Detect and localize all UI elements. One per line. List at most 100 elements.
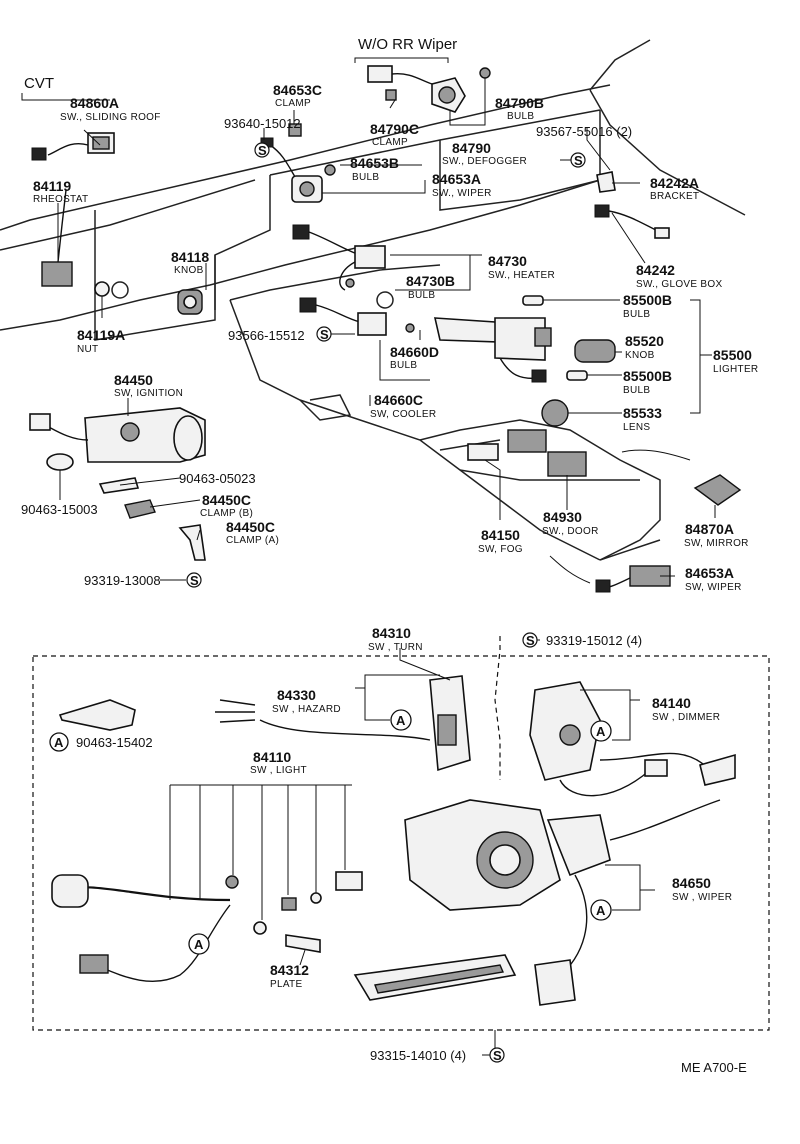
- part-84140-dimmer-switch: [529, 681, 736, 797]
- part-84450C-clamp-a: [178, 524, 206, 561]
- pn-84653C: 84653C: [273, 82, 322, 98]
- part-84653C-clamp: [288, 123, 302, 137]
- s-marker-93566: S: [316, 326, 332, 342]
- a-marker-84330: A: [390, 709, 412, 731]
- desc-84790C: CLAMP: [372, 137, 408, 148]
- desc-84310: SW , TURN: [368, 642, 423, 653]
- part-84650-wiper-switch: [534, 799, 721, 1006]
- pn-84242: 84242: [636, 262, 675, 278]
- svg-text:A: A: [596, 724, 606, 739]
- part-84930-door-switch: [507, 429, 587, 477]
- pn-84730: 84730: [488, 253, 527, 269]
- pn-85500B-1: 85500B: [623, 292, 672, 308]
- pn-84870A: 84870A: [685, 521, 734, 537]
- desc-84930: SW., DOOR: [542, 526, 599, 537]
- pn-84310: 84310: [372, 625, 411, 641]
- svg-text:A: A: [396, 713, 406, 728]
- desc-85500B-2: BULB: [623, 385, 650, 396]
- part-84242-glove-box-switch: [594, 204, 670, 239]
- pn-84653A: 84653A: [432, 171, 481, 187]
- desc-84653B: BULB: [352, 172, 379, 183]
- pn-84450: 84450: [114, 372, 153, 388]
- part-84790C-clamp: [385, 89, 397, 101]
- part-90463-15003-clip: [46, 453, 74, 471]
- svg-text:S: S: [493, 1048, 502, 1063]
- pn-84330: 84330: [277, 687, 316, 703]
- pn-84119A: 84119A: [77, 327, 125, 343]
- pn-84653B: 84653B: [350, 155, 399, 171]
- desc-85520: KNOB: [625, 350, 655, 361]
- desc-85533: LENS: [623, 422, 650, 433]
- pn-84930: 84930: [543, 509, 582, 525]
- a-marker-84650: A: [590, 899, 612, 921]
- svg-text:S: S: [258, 143, 267, 158]
- a-marker-84140: A: [590, 720, 612, 742]
- part-84110-light-switch: [51, 784, 363, 983]
- desc-84790B: BULB: [507, 111, 534, 122]
- part-90463-05023-clip: [98, 477, 140, 494]
- pn-85533: 85533: [623, 405, 662, 421]
- pn-84790: 84790: [452, 140, 491, 156]
- labels: W/O RR Wiper CVT 84860A SW., SLIDING ROO…: [21, 36, 758, 1075]
- part-85533-lens: [541, 399, 569, 427]
- desc-84730: SW., HEATER: [488, 270, 555, 281]
- desc-84150: SW, FOG: [478, 544, 523, 555]
- pn-90463-05023: 90463-05023: [179, 471, 256, 486]
- part-84119-rheostat: [41, 189, 110, 297]
- pn-84660D: 84660D: [390, 344, 439, 360]
- pn-84119: 84119: [33, 178, 71, 194]
- a-marker-84110: A: [188, 933, 210, 955]
- part-85500B-bulb-2: [566, 370, 588, 381]
- part-84660C-cooler-switch: [299, 297, 415, 336]
- pn-90463-15402: 90463-15402: [76, 735, 153, 750]
- svg-text:S: S: [190, 573, 199, 588]
- desc-84650: SW , WIPER: [672, 892, 732, 903]
- turn-switch-assembly-frame: [32, 655, 770, 1031]
- desc-84110: SW , LIGHT: [250, 765, 307, 776]
- dashboard-outline: [0, 39, 746, 561]
- desc-84119: RHEOSTAT: [33, 194, 88, 205]
- s-marker-93319-13008: S: [186, 572, 202, 588]
- a-markers: A A A A A: [49, 709, 612, 955]
- s-markers: S S S S S S: [186, 142, 586, 1063]
- desc-84312: PLATE: [270, 979, 302, 990]
- pn-84730B: 84730B: [406, 273, 455, 289]
- desc-84330: SW , HAZARD: [272, 704, 341, 715]
- pn-84790C: 84790C: [370, 121, 419, 137]
- desc-84653C: CLAMP: [275, 98, 311, 109]
- desc-84119A: NUT: [77, 344, 98, 355]
- part-84310-turn-switch-body: [404, 799, 611, 911]
- part-90463-15402-tie: [58, 699, 136, 731]
- pn-84860A: 84860A: [70, 95, 119, 111]
- header-wo-rr-wiper: W/O RR Wiper: [358, 36, 457, 53]
- s-marker-93567: S: [570, 152, 586, 168]
- pn-93319-15012: 93319-15012 (4): [546, 633, 642, 648]
- part-84790-defogger-switch: [367, 65, 466, 113]
- arrow-wiper: [549, 555, 591, 584]
- s-marker-93319-15012: S: [522, 632, 538, 648]
- pn-85500B-2: 85500B: [623, 368, 672, 384]
- desc-84870A: SW, MIRROR: [684, 538, 749, 549]
- desc-84790: SW., DEFOGGER: [442, 156, 527, 167]
- pn-93566-15512: 93566-15512: [228, 328, 305, 343]
- pn-84242A: 84242A: [650, 175, 699, 191]
- pn-84660C: 84660C: [374, 392, 423, 408]
- pn-84150: 84150: [481, 527, 520, 543]
- pn-93567-55016: 93567-55016 (2): [536, 124, 632, 139]
- desc-84118: KNOB: [174, 265, 204, 276]
- pn-84140: 84140: [652, 695, 691, 711]
- part-84653A-wiper-switch: [260, 137, 323, 203]
- svg-text:S: S: [574, 153, 583, 168]
- svg-text:S: S: [320, 327, 329, 342]
- pn-84653A-2: 84653A: [685, 565, 734, 581]
- pn-90463-15003: 90463-15003: [21, 502, 98, 517]
- pn-85520: 85520: [625, 333, 664, 349]
- footer-code: ME A700-E: [681, 1060, 747, 1075]
- pn-85500: 85500: [713, 347, 752, 363]
- part-84730-heater-switch: [292, 224, 386, 291]
- pn-84450C-a: 84450C: [226, 519, 275, 535]
- desc-84653A: SW., WIPER: [432, 188, 492, 199]
- desc-84653A-2: SW, WIPER: [685, 582, 742, 593]
- part-85500B-bulb-1: [522, 295, 544, 306]
- desc-84140: SW , DIMMER: [652, 712, 720, 723]
